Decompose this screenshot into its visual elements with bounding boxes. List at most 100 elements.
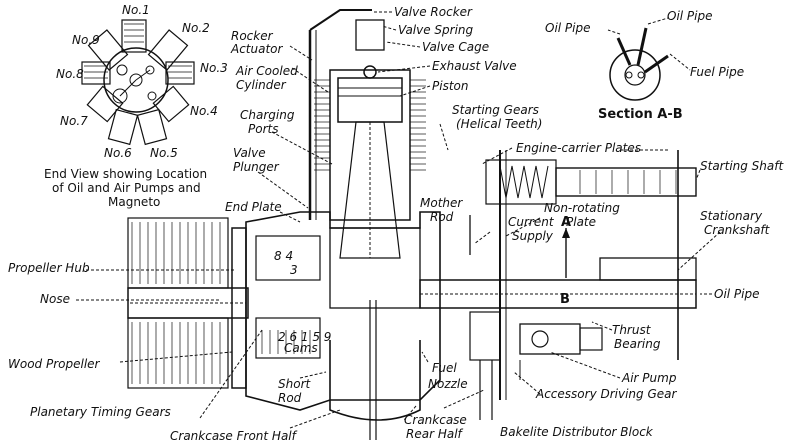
mother-rod-hub — [329, 227, 421, 309]
label-valve-plunger-1: Valve — [233, 146, 266, 160]
accessory-gear — [469, 311, 501, 361]
cylinder-1 — [121, 19, 147, 53]
label-exhaust-valve: Exhaust Valve — [432, 59, 517, 73]
label-air-pump: Air Pump — [621, 371, 677, 385]
label-accessory: Accessory Driving Gear — [535, 387, 677, 401]
label-charging-1: Charging — [240, 108, 295, 122]
label-short-rod-2: Rod — [278, 391, 302, 405]
gear-numbers: 8 4 — [274, 249, 293, 263]
label-air-cooled-2: Cylinder — [236, 78, 287, 92]
marker-b: B — [560, 292, 570, 307]
section-ab-figure — [607, 17, 691, 101]
end-view-caption-1: End View showing Location — [44, 167, 207, 181]
starting-shaft — [485, 159, 697, 205]
label-current-1: Current — [508, 215, 555, 229]
label-valve-spring: Valve Spring — [398, 23, 474, 37]
label-no1: No.1 — [122, 3, 150, 17]
gear-number-3: 3 — [290, 263, 298, 277]
label-no4: No.4 — [190, 104, 218, 118]
end-view-caption-3: Magneto — [108, 195, 160, 209]
label-no6: No.6 — [104, 146, 132, 160]
leader-lines — [76, 11, 721, 429]
hub-flange — [231, 227, 247, 389]
label-short-rod-1: Short — [278, 377, 311, 391]
cylinder-3 — [165, 61, 195, 85]
label-bakelite: Bakelite Distributor Block — [500, 425, 654, 439]
label-stationary-1: Stationary — [700, 209, 763, 223]
label-propeller-hub: Propeller Hub — [8, 261, 90, 275]
crankcase-disc — [103, 47, 169, 113]
label-no7: No.7 — [60, 114, 88, 128]
label-valve-plunger-2: Plunger — [233, 160, 280, 174]
label-non-rotating-1: Non-rotating — [544, 201, 620, 215]
label-valve-cage: Valve Cage — [422, 40, 489, 54]
label-crankcase-rear-1: Crankcase — [404, 413, 467, 427]
label-fuel-nozzle-1: Fuel — [432, 361, 457, 375]
label-engine-carrier: Engine-carrier Plates — [516, 141, 641, 155]
cylinder-8 — [81, 61, 111, 85]
label-mother-rod-2: Rod — [430, 210, 454, 224]
label-mother-rod-1: Mother — [420, 196, 463, 210]
label-no5: No.5 — [150, 146, 178, 160]
crankcase-outline — [245, 211, 441, 411]
end-view-caption-2: of Oil and Air Pumps and — [52, 181, 201, 195]
label-rocker-2: Actuator — [230, 42, 284, 56]
label-thrust-1: Thrust — [612, 323, 652, 337]
cylinder-4 — [152, 85, 190, 123]
cylinder-7 — [86, 85, 124, 123]
label-starting-gears-1: Starting Gears — [452, 103, 539, 117]
air-pump-body — [519, 323, 581, 355]
label-valve-rocker: Valve Rocker — [394, 5, 473, 19]
label-starting-shaft: Starting Shaft — [700, 159, 784, 173]
label-charging-2: Ports — [248, 122, 278, 136]
valve-cage — [355, 19, 385, 51]
propeller-hub — [127, 287, 249, 319]
connecting-rod — [339, 121, 401, 259]
cylinder-2 — [147, 29, 189, 71]
label-stationary-2: Crankshaft — [704, 223, 771, 237]
wood-propeller — [127, 217, 229, 389]
label-air-cooled-1: Air Cooled — [235, 64, 298, 78]
piston — [337, 77, 403, 123]
label-crankcase-front: Crankcase Front Half — [170, 429, 298, 443]
center-hub — [129, 73, 143, 87]
air-pump-small — [145, 65, 155, 75]
oil-pump — [116, 64, 128, 76]
label-piston: Piston — [432, 79, 468, 93]
main-section-figure — [127, 9, 697, 440]
label-fuel-nozzle-2: Nozzle — [428, 377, 468, 391]
label-wood-propeller: Wood Propeller — [8, 357, 101, 371]
label-oil-pipe: Oil Pipe — [714, 287, 760, 301]
label-nose: Nose — [40, 292, 70, 306]
label-planetary: Planetary Timing Gears — [30, 405, 171, 419]
cylinder-5 — [136, 108, 168, 146]
valve-rocker — [309, 9, 372, 31]
gear-block — [255, 235, 321, 281]
label-oil-pipe-top: Oil Pipe — [667, 9, 713, 23]
cylinder-9 — [87, 29, 129, 71]
label-current-2: Supply — [512, 229, 554, 243]
magneto — [112, 88, 128, 104]
label-fuel-pipe: Fuel Pipe — [690, 65, 744, 79]
cam-numbers: 2 6 1 5 9 — [278, 330, 331, 344]
label-no9: No.9 — [72, 33, 100, 47]
marker-a: A — [561, 215, 571, 230]
label-non-rotating-2: Plate — [566, 215, 596, 229]
label-crankcase-rear-2: Rear Half — [406, 427, 464, 441]
label-end-plate: End Plate — [225, 200, 282, 214]
end-view-figure — [81, 19, 195, 146]
lower-cylinder — [329, 340, 421, 421]
label-rocker-1: Rocker — [231, 29, 274, 43]
label-no8: No.8 — [56, 67, 84, 81]
label-cams: Cams — [284, 341, 318, 355]
label-thrust-2: Bearing — [614, 337, 661, 351]
exhaust-valve — [363, 65, 377, 79]
label-no3: No.3 — [200, 61, 228, 75]
label-starting-gears-2: (Helical Teeth) — [456, 117, 542, 131]
cylinder-6 — [107, 108, 139, 146]
label-oil-pipe-top2: Oil Pipe — [545, 21, 591, 35]
label-no2: No.2 — [182, 21, 210, 35]
label-section-ab: Section A-B — [598, 107, 683, 122]
